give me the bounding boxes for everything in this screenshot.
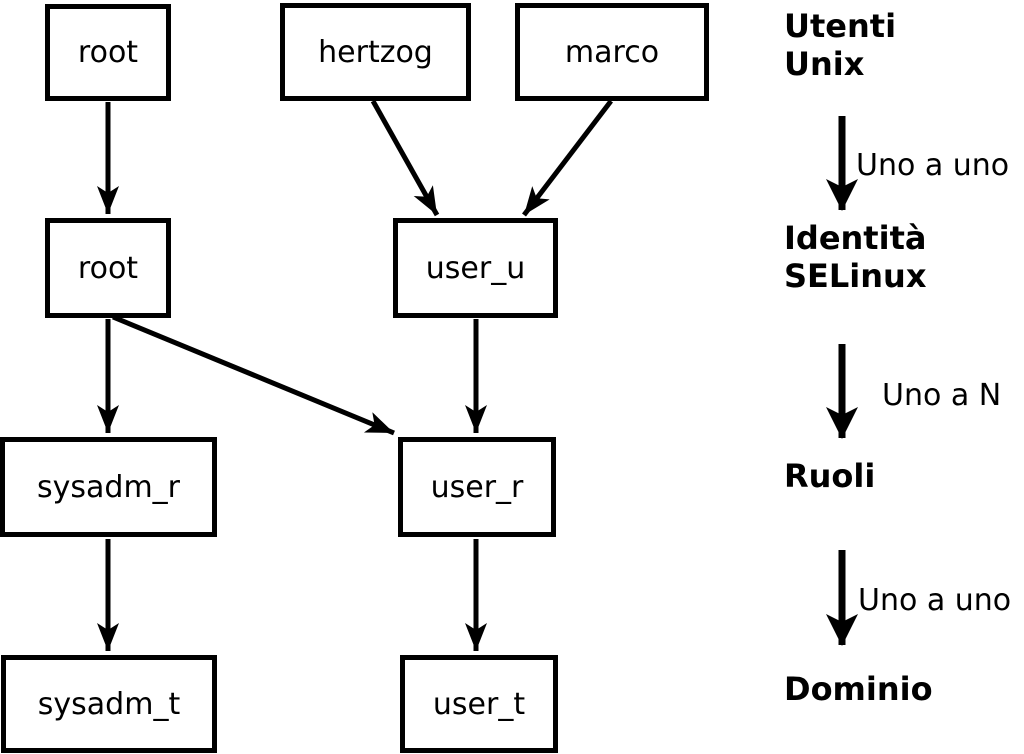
node-role-sysadm-r-label: sysadm_r [37, 469, 180, 505]
legend-stage-dominio: Dominio [784, 670, 933, 708]
edge-unix-hertzog-to-selinux-user-u [370, 99, 440, 217]
node-role-user-r-label: user_r [430, 469, 524, 505]
legend-stage-identita-selinux: Identità SELinux [784, 219, 927, 295]
edge-unix-marco-to-selinux-user-u [522, 99, 613, 217]
legend-arrow-label-uno-a-uno-2: Uno a uno [858, 583, 1012, 618]
node-unix-hertzog-label: hertzog [318, 34, 433, 70]
legend-stage-ruoli: Ruoli [784, 457, 876, 495]
node-domain-user-t-label: user_t [432, 686, 526, 722]
node-unix-hertzog: hertzog [280, 3, 471, 101]
node-selinux-root: root [45, 218, 171, 318]
node-selinux-user-u: user_u [393, 218, 558, 318]
node-unix-root-label: root [77, 35, 139, 70]
node-role-sysadm-r: sysadm_r [0, 437, 217, 537]
node-unix-root: root [45, 4, 171, 101]
node-selinux-root-label: root [77, 250, 139, 286]
legend-arrow-label-uno-a-n: Uno a N [882, 378, 1002, 413]
node-domain-user-t: user_t [400, 655, 558, 753]
node-selinux-user-u-label: user_u [425, 250, 526, 286]
edge-selinux-root-to-role-user-r [112, 314, 395, 436]
legend-arrow-label-uno-a-uno-1: Uno a uno [856, 148, 1010, 183]
node-domain-sysadm-t-label: sysadm_t [37, 686, 181, 722]
node-unix-marco-label: marco [564, 34, 660, 70]
node-domain-sysadm-t: sysadm_t [1, 655, 217, 753]
node-unix-marco: marco [515, 3, 709, 101]
node-role-user-r: user_r [398, 437, 556, 537]
legend-stage-utenti-unix: Utenti Unix [784, 7, 897, 83]
